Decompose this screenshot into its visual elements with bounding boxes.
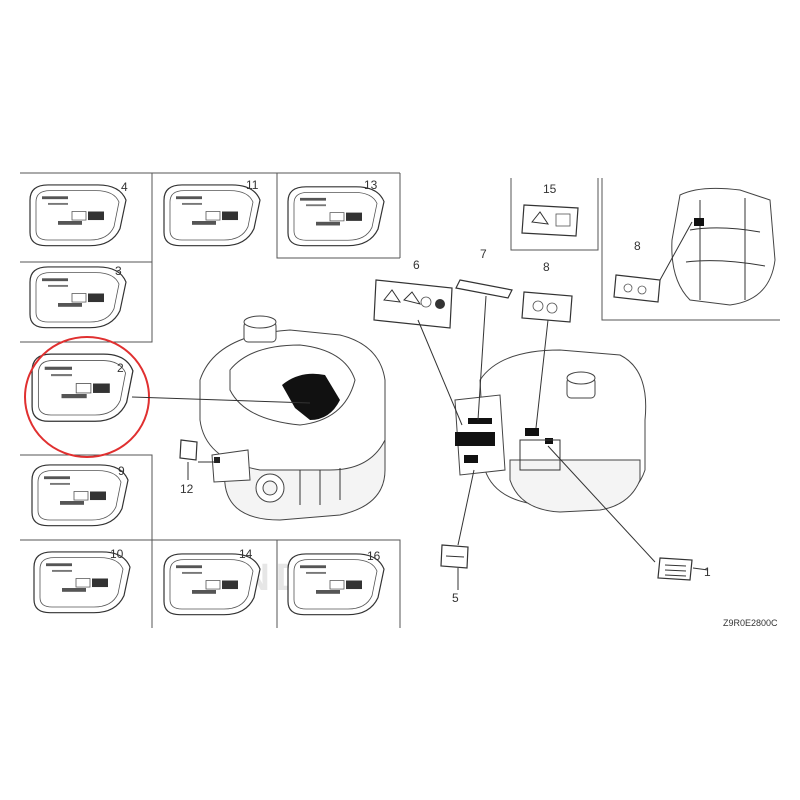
highlight-circle	[24, 336, 150, 458]
decal-label-16[interactable]	[287, 553, 385, 616]
part-number-16: 16	[367, 549, 381, 563]
part-number-15: 15	[543, 182, 557, 196]
label-12-square[interactable]	[179, 439, 198, 461]
label-5-square[interactable]	[440, 544, 469, 569]
part-number-14: 14	[239, 547, 253, 561]
decal-label-14[interactable]	[163, 553, 261, 616]
label-15-warning[interactable]	[521, 204, 579, 237]
label-8-inset-warning[interactable]	[613, 274, 661, 303]
part-number-12: 12	[180, 482, 194, 496]
part-number-9: 9	[118, 464, 125, 478]
decal-label-11[interactable]	[163, 184, 261, 247]
decal-grid-frame	[20, 172, 401, 628]
inset-frame-8	[601, 178, 780, 321]
leader-lines	[131, 221, 709, 590]
part-number-5: 5	[452, 591, 459, 605]
engine-right	[454, 349, 647, 513]
inset-engine-detail	[671, 187, 776, 306]
engine-left	[199, 315, 386, 521]
part-number-8: 8	[543, 260, 550, 274]
part-number-7: 7	[480, 247, 487, 261]
inset-frame-15	[510, 178, 599, 251]
decal-label-9[interactable]	[31, 464, 129, 527]
part-number-8-inset: 8	[634, 239, 641, 253]
label-7-strip[interactable]	[455, 279, 513, 299]
part-numbers: 4 11 13 3 2 9 10 14 16 12 6 7 8 15 8 5 1	[110, 178, 711, 605]
part-number-4: 4	[121, 180, 128, 194]
label-1-plate[interactable]	[657, 557, 693, 581]
diagram-code: Z9R0E2800C	[723, 618, 778, 628]
part-number-6: 6	[413, 258, 420, 272]
part-number-1: 1	[704, 565, 711, 579]
label-6-safety[interactable]	[373, 279, 453, 329]
part-number-10: 10	[110, 547, 124, 561]
decal-label-13[interactable]	[287, 186, 385, 247]
part-number-2: 2	[117, 361, 124, 375]
part-number-13: 13	[364, 178, 378, 192]
decal-label-4[interactable]	[29, 184, 127, 247]
decal-label-3[interactable]	[29, 266, 127, 329]
part-number-11: 11	[246, 178, 259, 192]
part-number-3: 3	[115, 264, 122, 278]
label-8-warning[interactable]	[521, 291, 573, 323]
decal-label-10[interactable]	[33, 551, 131, 614]
